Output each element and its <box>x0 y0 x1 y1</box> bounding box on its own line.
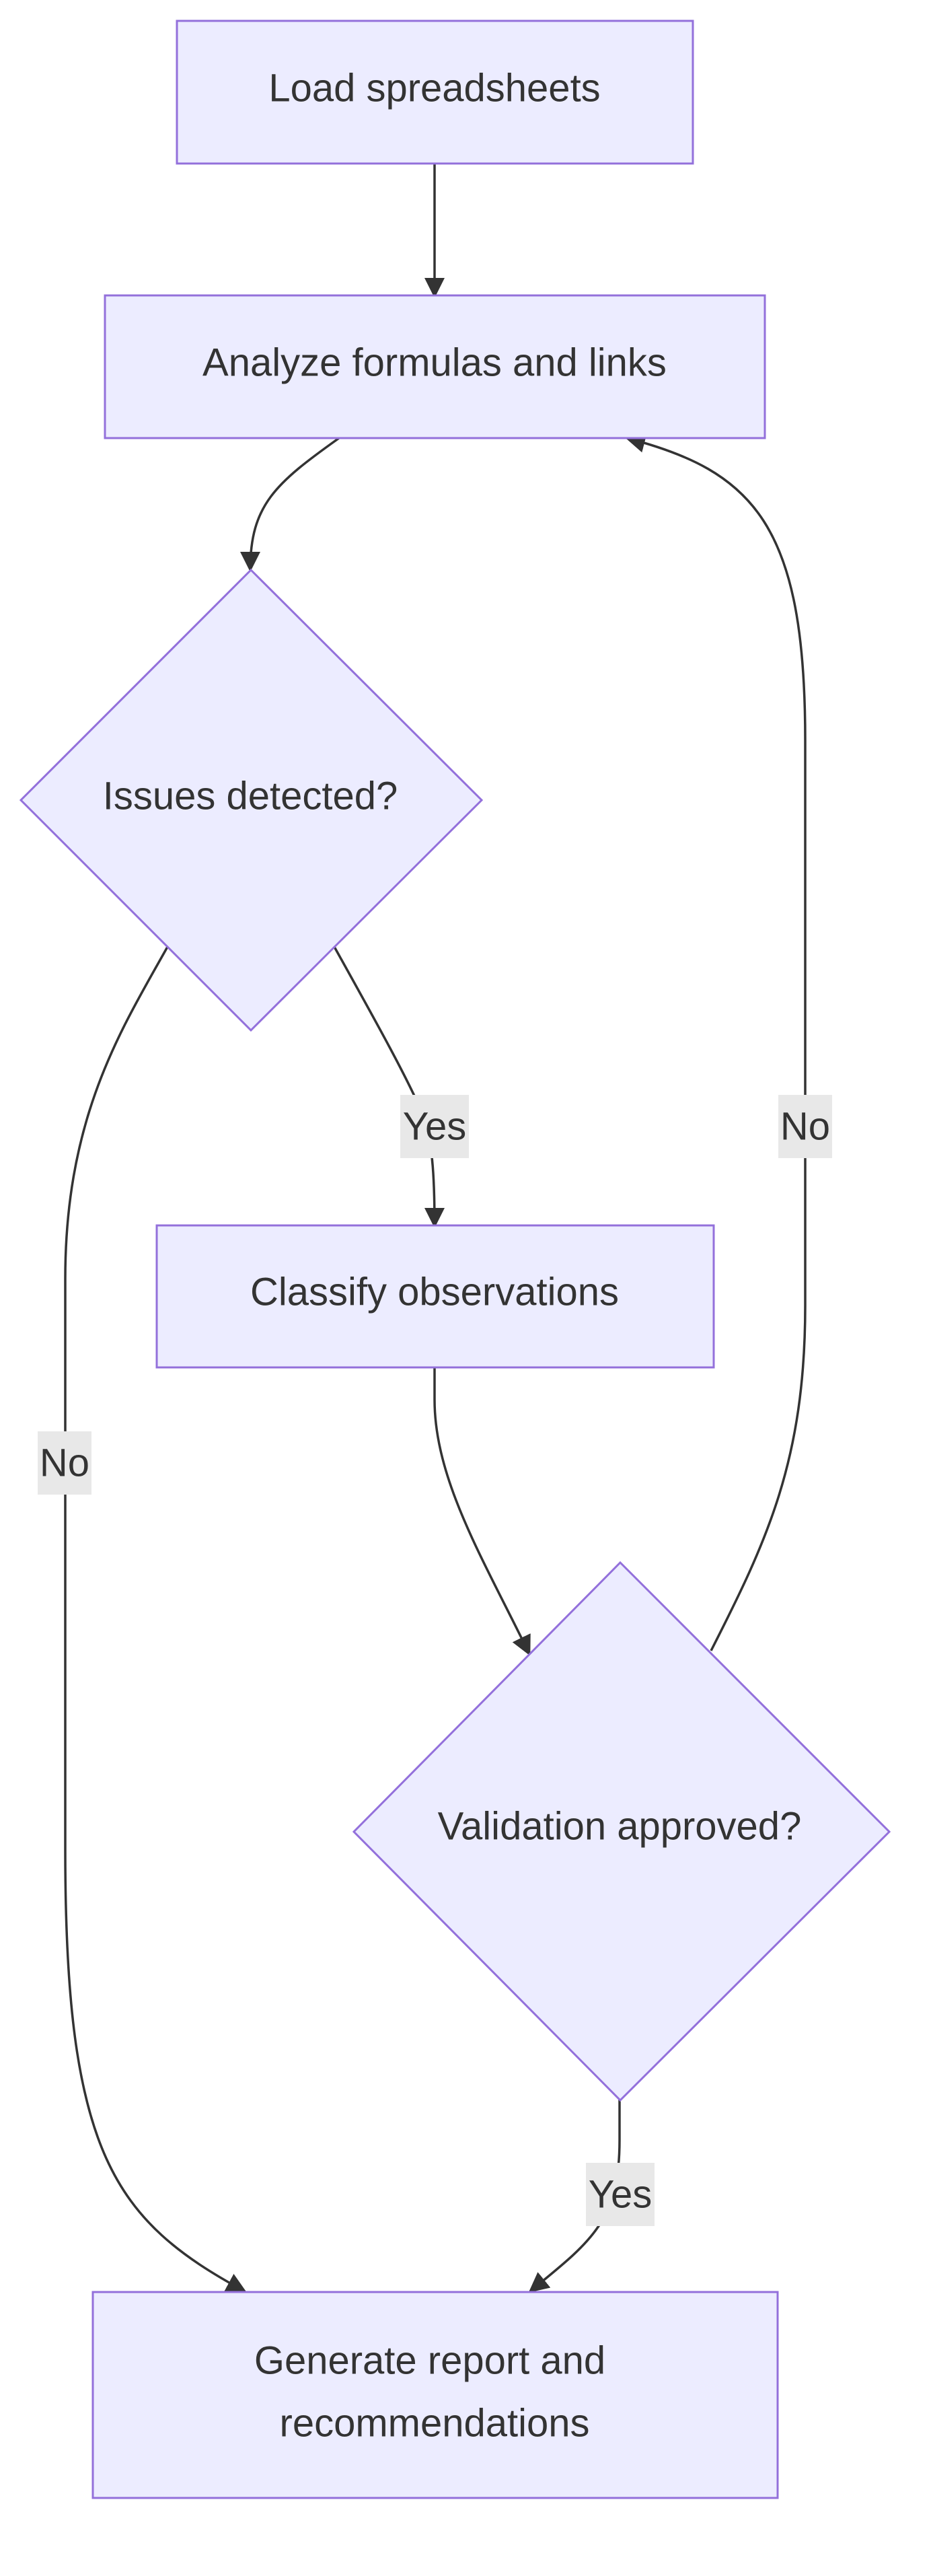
node-validation-approved-label: Validation approved? <box>438 1805 802 1849</box>
edge-label-validation-no: No <box>778 1095 832 1158</box>
edge-issues-yes <box>333 946 445 1228</box>
node-generate-report: Generate report and recommendations <box>91 2291 779 2499</box>
edge-validation-no <box>625 433 807 1651</box>
node-issues-detected-label: Issues detected? <box>103 775 398 818</box>
node-generate-report-label-line1: Generate report and <box>254 2339 605 2383</box>
node-classify-observations: Classify observations <box>155 1224 715 1369</box>
edge-label-issues-yes-text: Yes <box>403 1105 467 1149</box>
node-analyze-formulas-label: Analyze formulas and links <box>202 341 667 385</box>
edge-label-validation-no-text: No <box>780 1105 830 1149</box>
node-load-spreadsheets: Load spreadsheets <box>176 20 694 165</box>
node-generate-report-label-line2: recommendations <box>280 2402 590 2445</box>
edge-label-validation-yes: Yes <box>586 2163 655 2226</box>
edge-label-issues-yes: Yes <box>400 1095 469 1158</box>
node-issues-detected: Issues detected? <box>19 568 484 1032</box>
node-analyze-formulas: Analyze formulas and links <box>104 294 766 439</box>
node-validation-approved: Validation approved? <box>352 1561 891 2102</box>
edge-label-validation-yes-text: Yes <box>589 2173 653 2217</box>
node-classify-observations-label: Classify observations <box>250 1271 619 1314</box>
edge-analyze-to-issues <box>240 437 340 572</box>
edge-label-issues-no: No <box>38 1431 91 1495</box>
edge-label-issues-no-text: No <box>40 1441 89 1485</box>
edge-issues-no <box>64 946 247 2293</box>
node-load-spreadsheets-label: Load spreadsheets <box>268 67 600 110</box>
edge-classify-to-validation <box>433 1367 531 1656</box>
